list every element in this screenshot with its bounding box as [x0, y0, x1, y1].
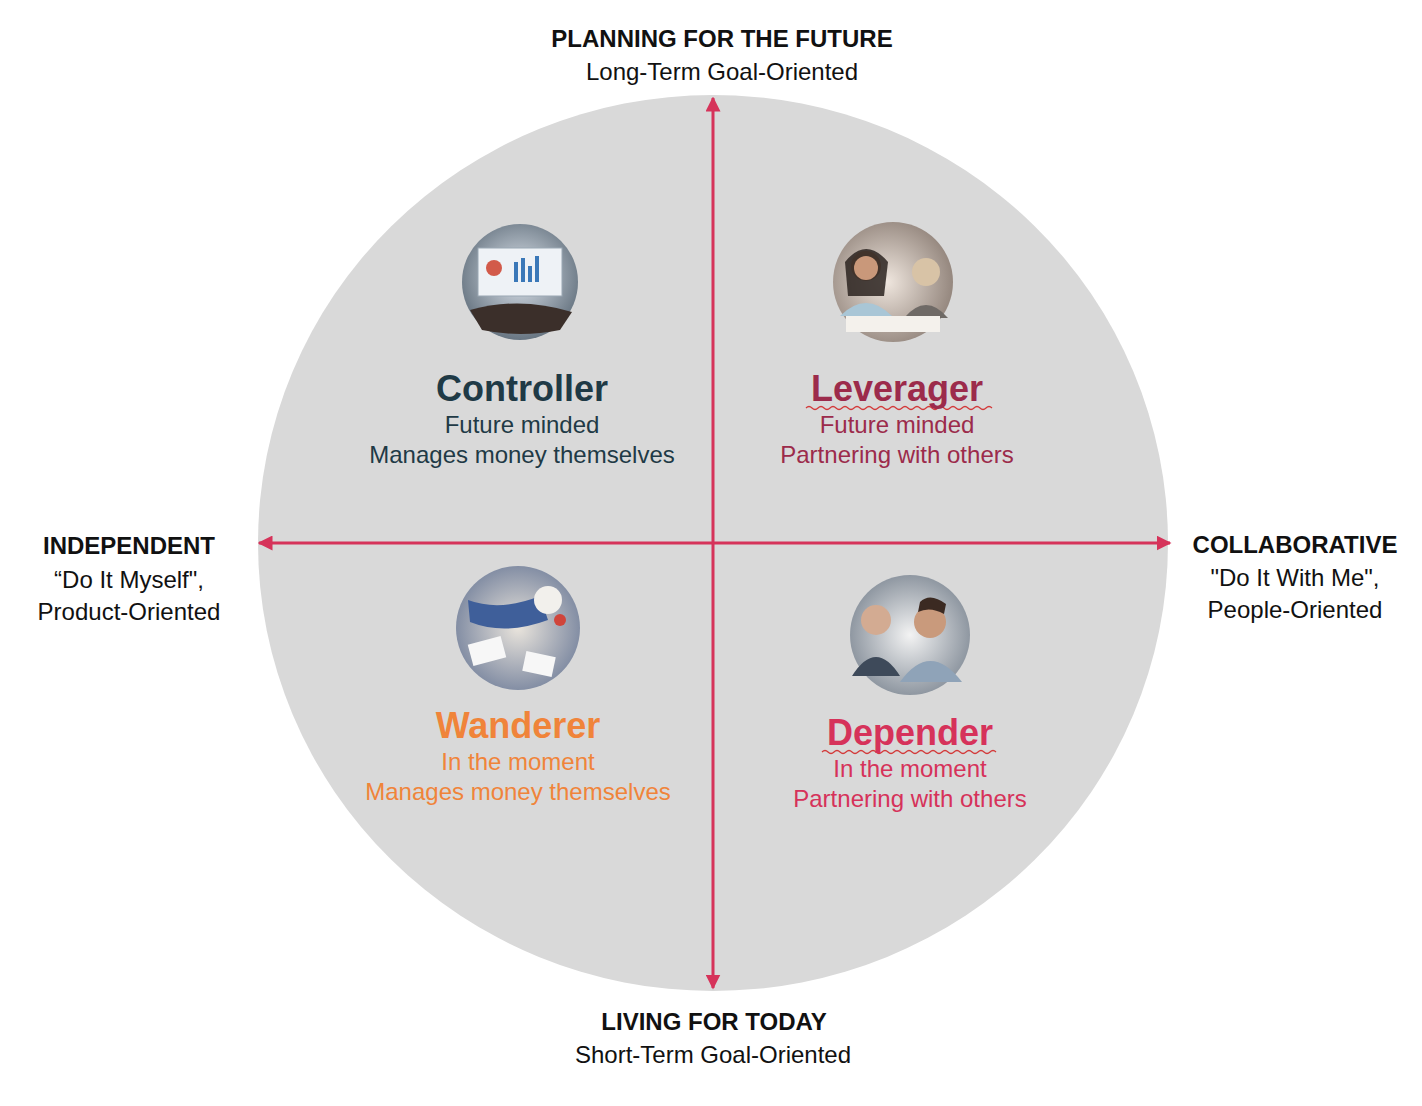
persona-trait: Manages money themselves — [312, 440, 732, 470]
persona-trait: In the moment — [710, 754, 1110, 784]
axis-title: LIVING FOR TODAY — [464, 1006, 964, 1038]
axis-description: Short-Term Goal-Oriented — [463, 1039, 963, 1071]
depender-photo — [850, 575, 970, 695]
persona-name: Depender — [710, 712, 1110, 754]
axis-description: Long-Term Goal-Oriented — [472, 56, 972, 88]
axis-description: "Do It With Me", People-Oriented — [1175, 562, 1415, 626]
persona-quadrant: ControllerFuture mindedManages money the… — [312, 368, 732, 470]
persona-quadrant: LeveragerFuture mindedPartnering with ot… — [697, 368, 1097, 470]
persona-name: Leverager — [697, 368, 1097, 410]
persona-name: Wanderer — [308, 705, 728, 747]
persona-trait: Future minded — [697, 410, 1097, 440]
leverager-photo — [833, 222, 953, 342]
axis-title: INDEPENDENT — [4, 530, 254, 562]
persona-trait: Partnering with others — [697, 440, 1097, 470]
persona-trait: Manages money themselves — [308, 777, 728, 807]
axis-title: COLLABORATIVE — [1170, 529, 1420, 561]
controller-photo — [462, 224, 578, 340]
persona-quadrant: DependerIn the momentPartnering with oth… — [710, 712, 1110, 814]
axis-description: “Do It Myself", Product-Oriented — [9, 564, 249, 628]
persona-quadrant: WandererIn the momentManages money thems… — [308, 705, 728, 807]
persona-trait: Future minded — [312, 410, 732, 440]
axis-title: PLANNING FOR THE FUTURE — [472, 23, 972, 55]
wanderer-photo — [456, 566, 580, 690]
horizontal-axis — [259, 542, 1170, 545]
persona-name: Controller — [312, 368, 732, 410]
persona-trait: Partnering with others — [710, 784, 1110, 814]
persona-trait: In the moment — [308, 747, 728, 777]
